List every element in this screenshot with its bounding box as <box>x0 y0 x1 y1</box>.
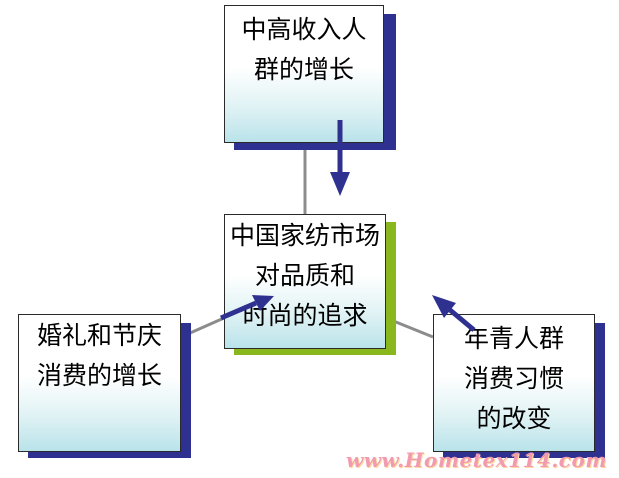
box-quality-fashion-demand: 中国家纺市场 对品质和 时尚的追求 <box>224 214 386 349</box>
box-text-line: 消费的增长 <box>36 361 162 390</box>
box-text-line: 婚礼和节庆 <box>36 321 162 350</box>
box-wedding-festival-consumption: 婚礼和节庆 消费的增长 <box>18 314 181 452</box>
watermark: www.Hometex114.com <box>345 448 607 472</box>
box-high-income-growth: 中高收入人 群的增长 <box>224 5 384 143</box>
arrow-up-left-icon <box>432 295 476 332</box>
arrow-down-icon <box>330 120 350 196</box>
box-text-line: 中国家纺市场 <box>229 221 380 250</box>
box-text-line: 消费习惯 <box>463 364 564 393</box>
box-text-line: 对品质和 <box>254 261 355 290</box>
box-text-line: 中高收入人 <box>241 15 367 44</box>
box-youth-consumption-habits: 年青人群 消费习惯 的改变 <box>433 314 595 452</box>
box-text-line: 群的增长 <box>253 55 354 84</box>
box-text-line: 年青人群 <box>463 324 564 353</box>
arrow-up-right-icon <box>220 295 274 321</box>
box-text-line: 的改变 <box>476 404 552 433</box>
